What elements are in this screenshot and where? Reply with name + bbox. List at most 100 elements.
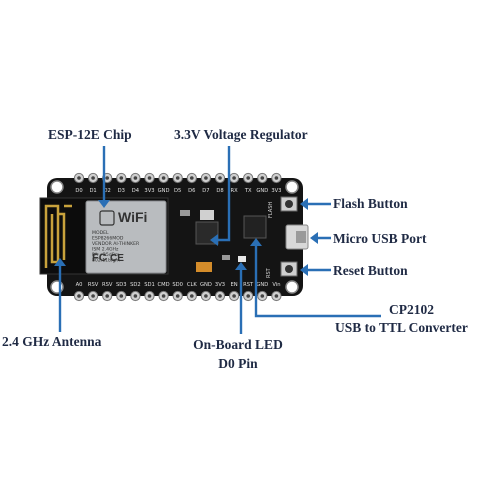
pin-label-bottom: CMD: [158, 282, 170, 288]
flash-button-cap: [285, 200, 293, 208]
mount-hole: [285, 280, 299, 294]
module-text-line: PA +25dBm: [92, 252, 120, 258]
pin-hole: [147, 176, 152, 180]
pin-hole: [274, 294, 279, 298]
pin-label-top: D4: [132, 188, 140, 194]
pin-label-top: TX: [244, 188, 252, 194]
regulator-arrow-line: [214, 146, 231, 242]
pin-hole: [232, 176, 236, 180]
mount-hole: [50, 180, 64, 194]
flash-button-label: Flash Button: [333, 196, 408, 211]
pin-hole: [204, 176, 208, 180]
cp2102-label-line1: CP2102: [389, 302, 434, 317]
pin-hole: [91, 294, 95, 298]
pin-hole: [218, 294, 222, 298]
cp2102-arrow-line: [254, 242, 381, 318]
module-text-line: VENDOR AI-THINKER: [92, 241, 140, 247]
pin-label-bottom: CLK: [187, 282, 198, 288]
wifi-logo-box: [99, 210, 115, 226]
pin-hole: [190, 294, 194, 298]
pin-hole: [133, 294, 138, 298]
led-label-line1: On-Board LED: [193, 337, 283, 352]
pin-label-bottom: GND: [256, 282, 268, 288]
pin-label-bottom: A0: [76, 282, 83, 288]
pin-hole: [246, 294, 250, 298]
regulator-arrowhead: [210, 234, 218, 246]
pin-hole: [133, 176, 138, 180]
module-text-line: ESP8266MOD: [92, 236, 124, 242]
antenna-trace: [44, 204, 72, 268]
pin-hole: [147, 294, 152, 298]
pin-hole: [105, 294, 109, 298]
pin-label-top: RX: [231, 188, 239, 194]
pin-hole: [260, 294, 265, 298]
smd-component: [222, 255, 230, 260]
module-text-line: ISM 2.4GHz: [92, 247, 119, 253]
onboard-led: [238, 256, 246, 262]
cp2102-chip: [243, 215, 267, 239]
cp2102-label-line2: USB to TTL Converter: [335, 320, 468, 335]
pin-hole: [260, 176, 265, 180]
pin-label-top: D0: [75, 188, 82, 194]
pin-hole: [232, 294, 236, 298]
module-brand: WiFi: [118, 209, 147, 225]
pin-label-top: GND: [158, 188, 170, 194]
flash-arrowhead: [300, 198, 308, 210]
pin-label-top: D3: [118, 188, 125, 194]
pin-hole: [91, 176, 95, 180]
rst-silk: RST: [266, 267, 272, 278]
usb-arrowhead: [310, 232, 318, 244]
pin-hole: [190, 176, 194, 180]
pin-hole: [274, 176, 279, 180]
pin-hole: [77, 294, 81, 298]
mount-hole: [285, 180, 299, 194]
pin-label-bottom: RSV: [88, 282, 99, 288]
pin-label-bottom: 3V3: [215, 282, 225, 288]
capacitor: [196, 262, 212, 272]
pin-label-top: D2: [104, 188, 111, 194]
pin-label-top: 3V3: [144, 188, 154, 194]
pin-label-bottom: Vin: [272, 282, 280, 288]
pin-hole: [175, 294, 180, 298]
pin-label-bottom: SD1: [144, 282, 155, 288]
pin-label-top: D1: [89, 188, 96, 194]
smd-component: [180, 210, 190, 216]
pin-hole: [175, 176, 180, 180]
pin-label-top: 3V3: [271, 188, 281, 194]
module-text-line: MODEL: [92, 230, 109, 236]
pin-label-top: D7: [202, 188, 209, 194]
reset-arrowhead: [300, 264, 308, 276]
pin-label-top: D5: [174, 188, 181, 194]
ce-mark: CE: [110, 253, 124, 264]
antenna-label: 2.4 GHz Antenna: [2, 334, 102, 349]
pin-label-bottom: EN: [231, 282, 238, 288]
pin-hole: [119, 294, 124, 298]
reset-button-cap: [285, 265, 293, 273]
antenna-arrowhead: [54, 258, 66, 266]
module-text-line: 802.11b/g/n: [92, 258, 120, 264]
cp2102-arrowhead: [250, 238, 262, 246]
pin-hole: [161, 176, 166, 180]
pin-hole: [77, 176, 81, 180]
reset-button-label: Reset Button: [333, 263, 408, 278]
pin-label-bottom: GND: [200, 282, 212, 288]
pin-label-bottom: SD2: [130, 282, 141, 288]
led-label-line2: D0 Pin: [218, 356, 258, 371]
pin-label-bottom: RSV: [102, 282, 113, 288]
pin-label-bottom: SD3: [116, 282, 127, 288]
micro-usb-opening: [296, 231, 306, 243]
pin-label-top: D8: [216, 188, 223, 194]
pin-hole: [105, 176, 109, 180]
micro-usb-label: Micro USB Port: [333, 231, 427, 246]
pin-hole: [119, 176, 124, 180]
fc-mark: FC: [92, 252, 107, 264]
esp-shield: [85, 200, 167, 274]
pin-label-bottom: RST: [243, 282, 254, 288]
led-arrowhead: [235, 262, 247, 270]
pin-hole: [204, 294, 208, 298]
pin-hole: [161, 294, 166, 298]
esp-chip-label: ESP-12E Chip: [48, 127, 132, 142]
flash-silk: FLASH: [268, 202, 274, 218]
